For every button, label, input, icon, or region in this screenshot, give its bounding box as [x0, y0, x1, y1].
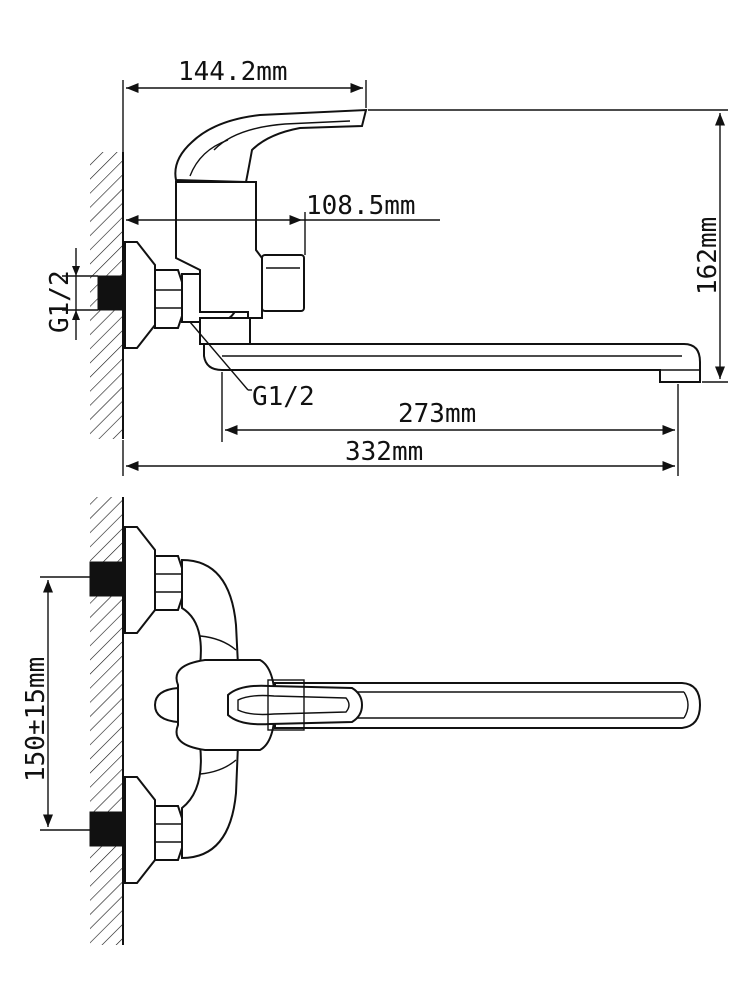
- dim-label-thread-bottom: G1/2: [252, 382, 315, 412]
- inlet-pipe-side: [97, 275, 126, 311]
- spout-side: [203, 343, 701, 383]
- spout-top: [274, 682, 702, 729]
- side-knob-top: [153, 686, 179, 724]
- flange-side: [124, 241, 156, 349]
- handle-lever-top: [227, 684, 364, 726]
- flange-lower: [124, 776, 156, 884]
- hex-nut-side: [154, 269, 183, 329]
- dim-label-width-top: 144.2mm: [178, 57, 288, 87]
- dim-label-body-depth: 108.5mm: [306, 191, 416, 221]
- hex-nut-upper: [154, 555, 183, 611]
- thread-leader-line: [189, 321, 249, 391]
- flange-upper: [124, 526, 156, 634]
- inlet-pipe-upper: [89, 561, 126, 597]
- dim-label-height: 162mm: [693, 217, 723, 295]
- dim-label-center-distance: 150±15mm: [21, 657, 51, 782]
- diverter-knob-side: [261, 254, 305, 312]
- top-view: 150±15mm: [21, 497, 702, 945]
- connector-arm-upper: [181, 558, 240, 666]
- connector-arm-lower: [181, 744, 240, 860]
- dim-label-spout-reach: 273mm: [398, 399, 476, 429]
- spout-collar-side: [199, 317, 251, 345]
- inlet-pipe-lower: [89, 811, 126, 847]
- hex-nut-lower: [154, 805, 183, 861]
- dim-label-total-reach: 332mm: [345, 437, 423, 467]
- side-view: 144.2mm 108.5mm 162mm G1/2 G1/2 273mm 33…: [45, 57, 728, 476]
- dim-label-thread-left: G1/2: [45, 270, 75, 333]
- handle-lever-side: [174, 108, 368, 184]
